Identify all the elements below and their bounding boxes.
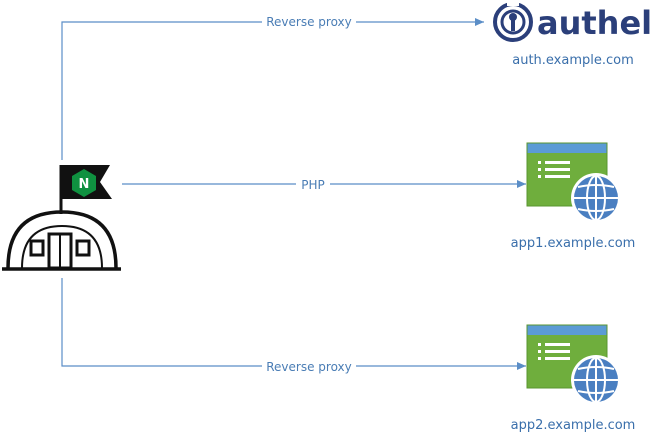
node-label-auth: auth.example.com xyxy=(512,53,634,68)
edge-label-reverse-proxy-top: Reverse proxy xyxy=(266,15,352,29)
edge-label-php: PHP xyxy=(301,178,325,192)
web-app-globe-icon xyxy=(526,324,621,405)
edge-reverse-proxy-app2 xyxy=(61,278,526,370)
nginx-fort-icon: N xyxy=(2,165,121,271)
edge-label-reverse-proxy-bottom: Reverse proxy xyxy=(266,360,352,374)
authelia-brand-text: authelia xyxy=(537,4,654,42)
web-app-globe-icon xyxy=(526,142,621,223)
node-label-app1: app1.example.com xyxy=(511,236,636,251)
node-label-app2: app2.example.com xyxy=(511,418,636,433)
nginx-logo-letter: N xyxy=(79,177,90,192)
authelia-logo-icon xyxy=(493,0,533,42)
edge-reverse-proxy-auth xyxy=(61,18,484,160)
